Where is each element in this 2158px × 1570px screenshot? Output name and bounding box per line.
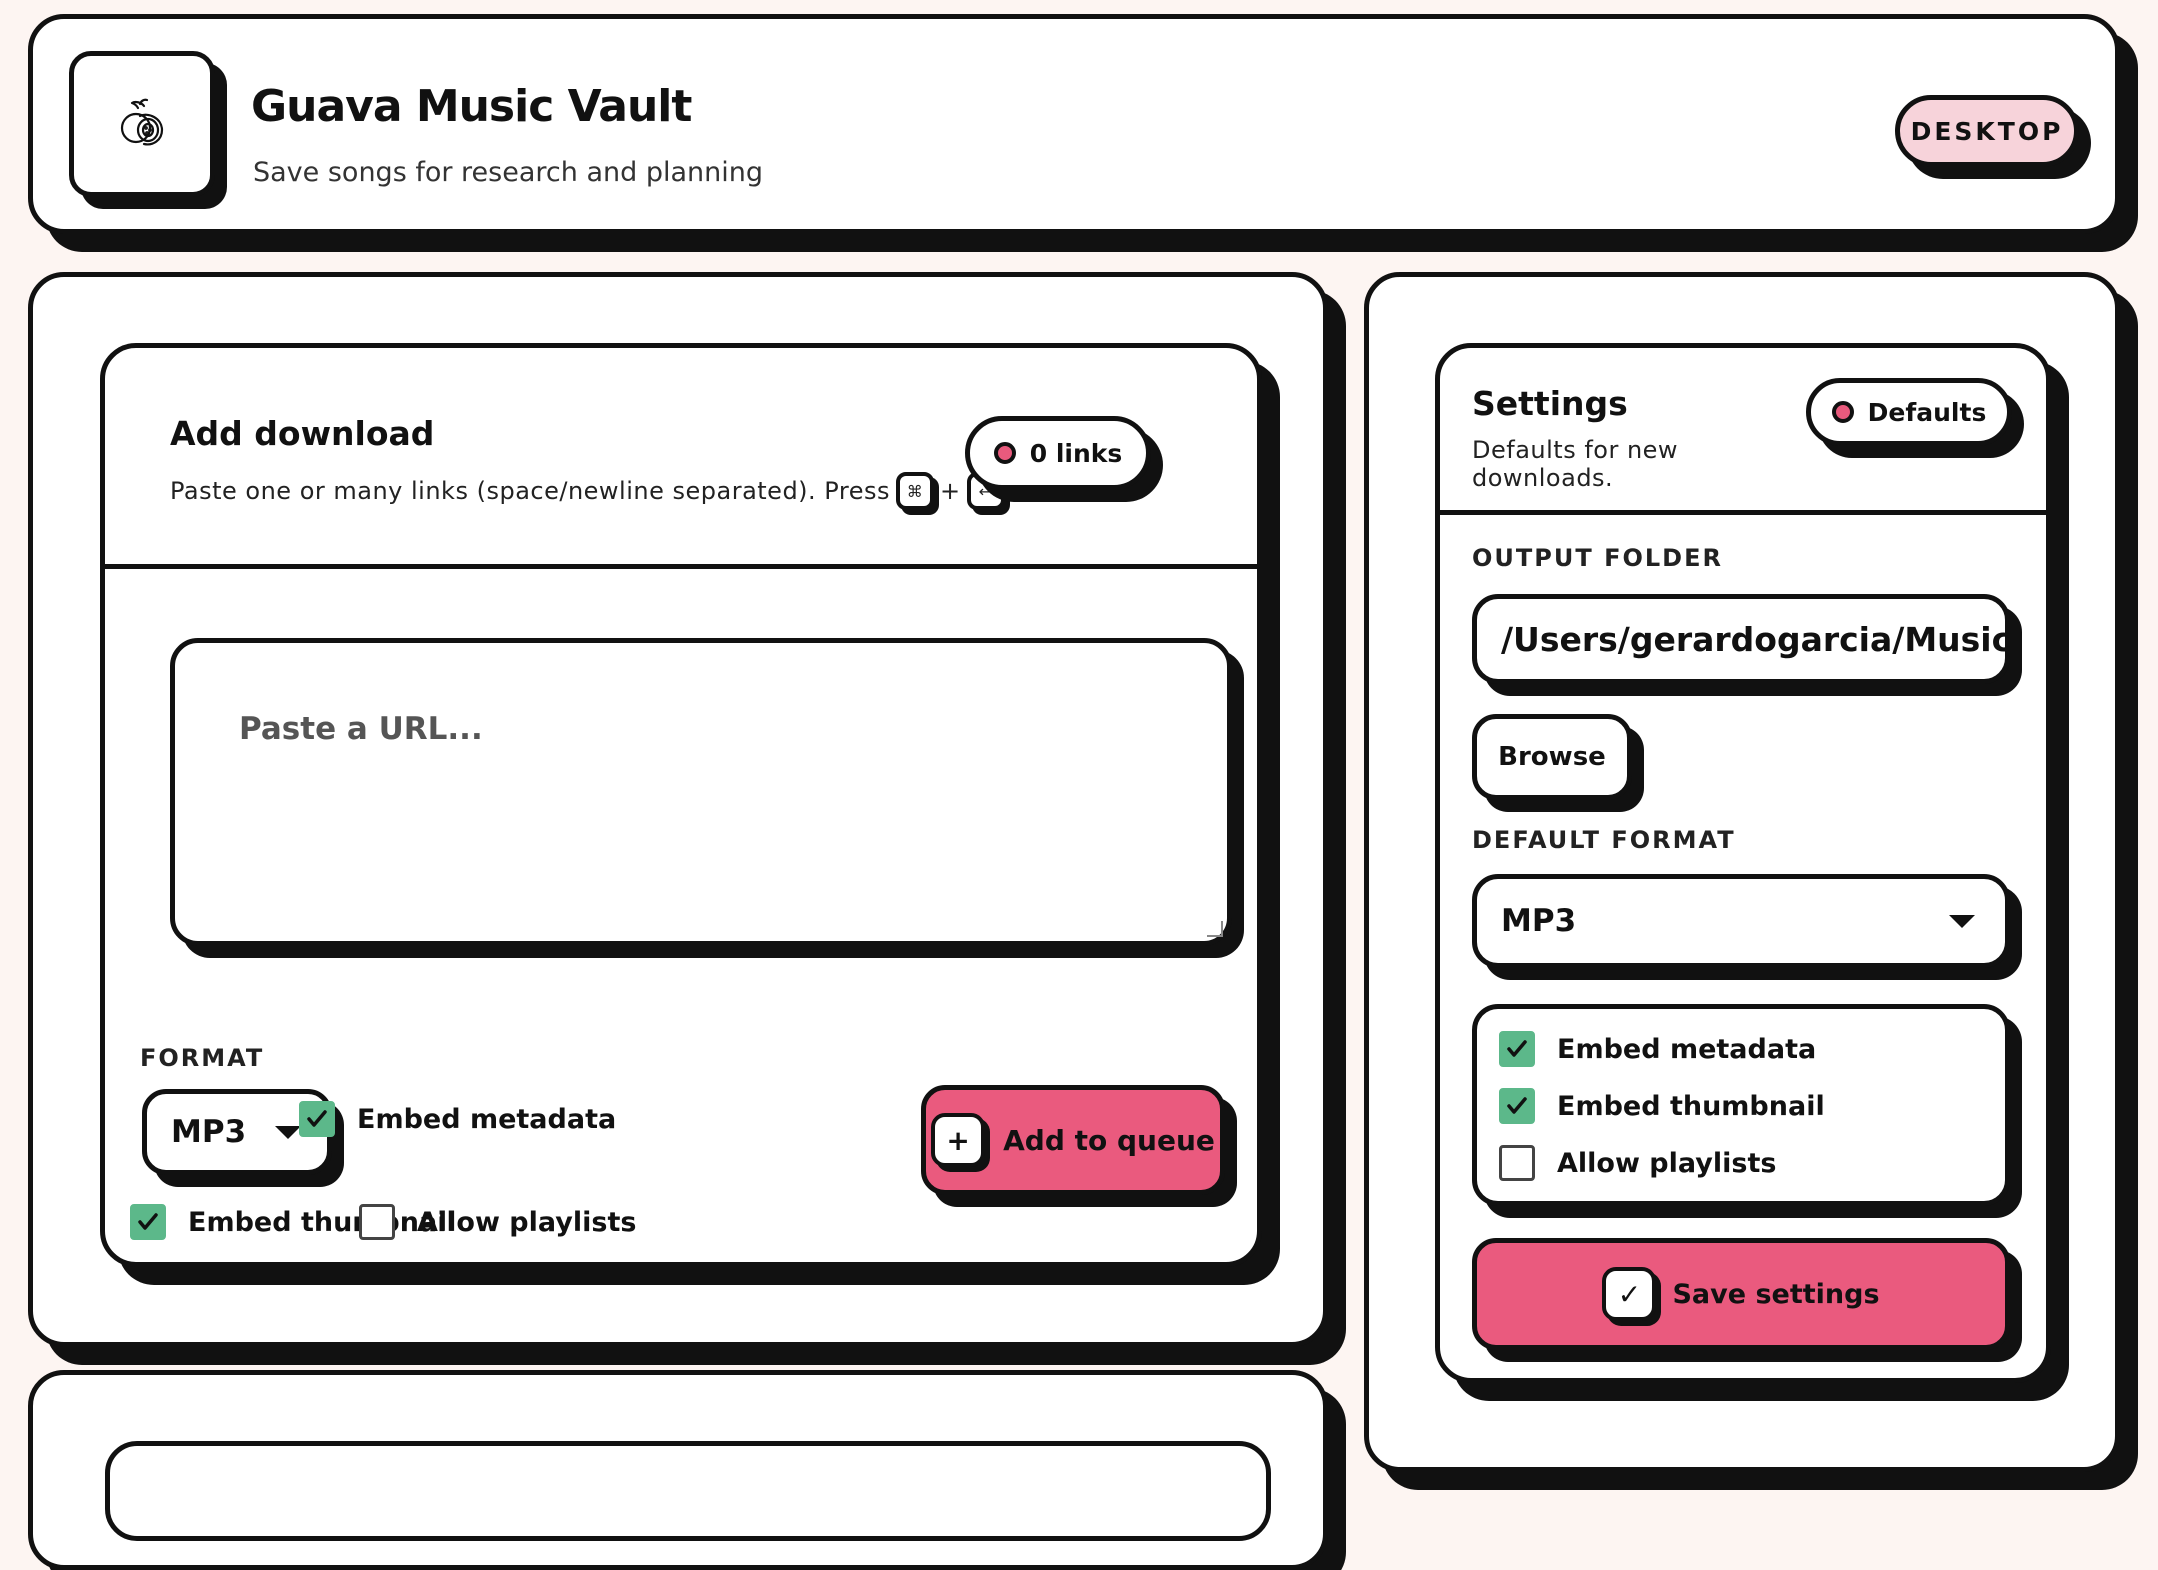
settings-subtitle: Defaults for new downloads.: [1472, 436, 1679, 492]
guava-icon: [120, 98, 164, 146]
embed-thumbnail-checkbox[interactable]: [130, 1204, 166, 1240]
app-header: Guava Music Vault Save songs for researc…: [28, 14, 2120, 234]
status-dot-icon: [993, 442, 1016, 464]
output-folder-value: /Users/gerardogarcia/Music: [1501, 619, 2012, 659]
browse-button[interactable]: Browse: [1472, 714, 1632, 800]
chevron-down-icon: [275, 1125, 301, 1139]
url-input[interactable]: Paste a URL...: [170, 638, 1232, 946]
app-subtitle: Save songs for research and planning: [253, 157, 763, 188]
allow-playlists-checkbox[interactable]: [359, 1204, 395, 1240]
checkmark-icon: [1507, 1040, 1527, 1057]
chevron-down-icon: [1949, 914, 1975, 928]
settings-options-group: Embed metadata Embed thumbnail Allow pla…: [1472, 1004, 2010, 1206]
plus-icon: +: [931, 1113, 986, 1167]
add-to-queue-button[interactable]: + Add to queue: [921, 1085, 1225, 1195]
default-embed-metadata-option[interactable]: Embed metadata: [1499, 1031, 1816, 1067]
embed-metadata-option[interactable]: Embed metadata: [299, 1101, 616, 1137]
add-download-title: Add download: [170, 414, 435, 453]
default-embed-metadata-checkbox[interactable]: [1499, 1031, 1535, 1067]
add-download-card: Add download Paste one or many links (sp…: [100, 343, 1262, 1267]
command-key: ⌘: [895, 472, 934, 510]
card-divider: [1440, 510, 2046, 515]
format-label: FORMAT: [140, 1044, 265, 1072]
logo: [69, 51, 215, 197]
hint-end: .: [1010, 477, 1019, 505]
side-panel: Settings Defaults for new downloads. Def…: [1364, 272, 2120, 1472]
shortcut-joiner: +: [939, 477, 961, 505]
defaults-label: Defaults: [1867, 397, 1987, 427]
checkmark-icon: [307, 1110, 327, 1127]
output-folder-label: OUTPUT FOLDER: [1472, 544, 1723, 572]
checkmark-icon: [1507, 1097, 1527, 1114]
app-title: Guava Music Vault: [251, 81, 692, 132]
check-icon: ✓: [1602, 1267, 1657, 1321]
allow-playlists-option[interactable]: Allow playlists: [359, 1204, 636, 1240]
queue-panel: [28, 1370, 1328, 1570]
mode-badge[interactable]: DESKTOP: [1895, 95, 2079, 167]
default-embed-thumbnail-option[interactable]: Embed thumbnail: [1499, 1088, 1825, 1124]
embed-metadata-label: Embed metadata: [357, 1103, 617, 1135]
resize-handle-icon[interactable]: [1207, 921, 1223, 937]
allow-playlists-label: Allow playlists: [417, 1206, 637, 1238]
default-allow-playlists-option[interactable]: Allow playlists: [1499, 1145, 1776, 1181]
url-placeholder: Paste a URL...: [239, 711, 483, 747]
defaults-button[interactable]: Defaults: [1806, 378, 2012, 446]
default-format-label: DEFAULT FORMAT: [1472, 826, 1736, 854]
queue-card: [105, 1441, 1271, 1541]
links-count-badge: 0 links: [965, 416, 1151, 490]
hint-text: Paste one or many links (space/newline s…: [170, 477, 890, 505]
default-embed-thumbnail-label: Embed thumbnail: [1557, 1090, 1825, 1122]
format-value: MP3: [171, 1114, 247, 1150]
default-embed-metadata-label: Embed metadata: [1557, 1033, 1817, 1065]
embed-thumbnail-label: Embed thumbnail: [188, 1206, 456, 1238]
default-allow-playlists-label: Allow playlists: [1557, 1147, 1777, 1179]
checkmark-icon: [138, 1213, 158, 1230]
embed-metadata-checkbox[interactable]: [299, 1101, 335, 1137]
default-embed-thumbnail-checkbox[interactable]: [1499, 1088, 1535, 1124]
embed-thumbnail-option[interactable]: Embed thumbnail: [130, 1204, 456, 1240]
default-format-select[interactable]: MP3: [1472, 874, 2010, 968]
save-settings-button[interactable]: ✓ Save settings: [1472, 1238, 2010, 1350]
default-format-value: MP3: [1501, 903, 1577, 939]
status-dot-icon: [1831, 401, 1854, 423]
settings-card: Settings Defaults for new downloads. Def…: [1435, 343, 2051, 1383]
save-settings-label: Save settings: [1672, 1278, 1880, 1310]
links-count: 0 links: [1029, 438, 1123, 468]
output-folder-input[interactable]: /Users/gerardogarcia/Music: [1472, 594, 2012, 684]
default-allow-playlists-checkbox[interactable]: [1499, 1145, 1535, 1181]
main-panel: Add download Paste one or many links (sp…: [28, 272, 1328, 1347]
add-to-queue-label: Add to queue: [1003, 1123, 1215, 1157]
add-download-hint: Paste one or many links (space/newline s…: [170, 472, 1019, 510]
card-divider: [105, 564, 1257, 569]
settings-title: Settings: [1472, 384, 1628, 423]
